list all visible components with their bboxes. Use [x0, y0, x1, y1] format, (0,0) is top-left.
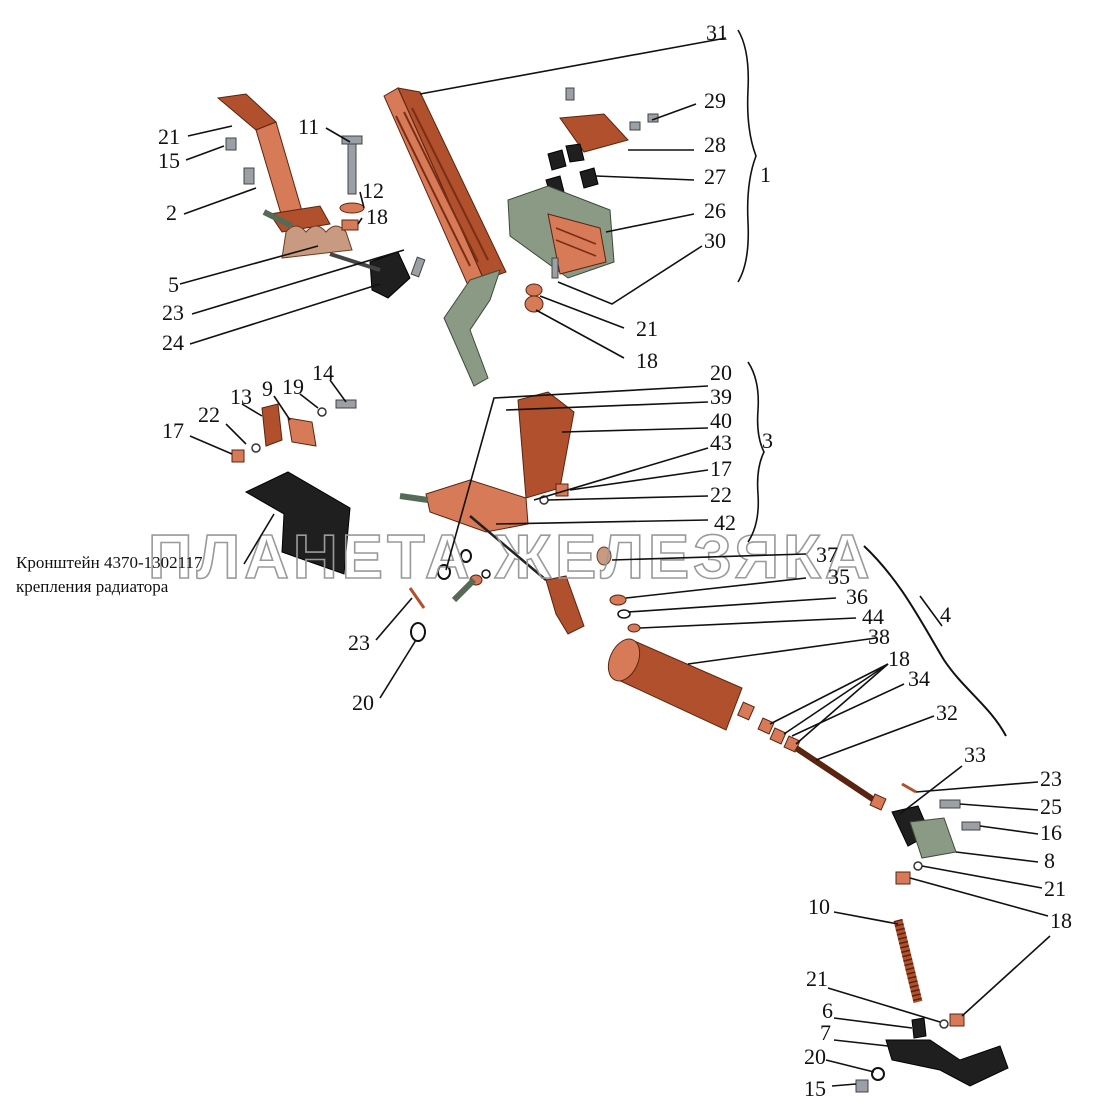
rod-and-nuts-drawing [757, 717, 887, 811]
part-drawings [216, 87, 1009, 1093]
callout-35: 35 [828, 564, 850, 589]
callout-labels: 31 29 28 27 1 26 30 21 18 21 15 2 11 12 … [158, 20, 1072, 1101]
callout-2: 2 [166, 200, 177, 225]
callout-38: 38 [868, 624, 890, 649]
callout-9: 9 [262, 376, 273, 401]
callout-27: 27 [704, 164, 726, 189]
callout-36: 36 [846, 584, 868, 609]
callout-21: 21 [636, 316, 658, 341]
callout-39: 39 [710, 384, 732, 409]
callout-21: 21 [158, 124, 180, 149]
callout-33: 33 [964, 742, 986, 767]
callout-23: 23 [162, 300, 184, 325]
callout-22: 22 [710, 482, 732, 507]
pedal-bracket-drawing [216, 93, 426, 299]
watermark: ПЛАНЕТА ЖЕЛЕЗЯКА [148, 523, 874, 592]
caption-line-1: Кронштейн 4370-1302117 [16, 553, 203, 572]
callout-20: 20 [710, 360, 732, 385]
upright-bracket-drawing [399, 391, 575, 533]
lever-bracket-drawing [891, 782, 981, 885]
callout-7: 7 [820, 1020, 831, 1045]
callout-18: 18 [366, 204, 388, 229]
callout-31: 31 [706, 20, 728, 45]
callout-37: 37 [816, 542, 838, 567]
callout-30: 30 [704, 228, 726, 253]
callout-28: 28 [704, 132, 726, 157]
leader-lines [179, 37, 1051, 1087]
callout-11: 11 [298, 114, 319, 139]
group-brackets [737, 29, 765, 543]
callout-17: 17 [710, 456, 732, 481]
callout-4: 4 [940, 602, 951, 627]
callout-25: 25 [1040, 794, 1062, 819]
callout-43: 43 [710, 430, 732, 455]
callout-16: 16 [1040, 820, 1062, 845]
callout-6: 6 [822, 998, 833, 1023]
linkage-parts-drawing [408, 515, 641, 642]
caption-line-2: крепления радиатора [16, 577, 169, 596]
pedal-plate-drawing [383, 87, 507, 387]
callout-24: 24 [162, 330, 184, 355]
callout-42: 42 [714, 510, 736, 535]
callout-29: 29 [704, 88, 726, 113]
callout-18: 18 [636, 348, 658, 373]
callout-3: 3 [762, 428, 773, 453]
callout-44: 44 [862, 604, 884, 629]
callout-12: 12 [362, 178, 384, 203]
callout-20: 20 [804, 1044, 826, 1069]
caption-leader [243, 513, 275, 565]
callout-14: 14 [312, 360, 334, 385]
callout-13: 13 [230, 384, 252, 409]
hinge-block-drawing [507, 87, 659, 313]
callout-20: 20 [352, 690, 374, 715]
callout-21: 21 [1044, 876, 1066, 901]
callout-18: 18 [1050, 908, 1072, 933]
callout-22: 22 [198, 402, 220, 427]
callout-34: 34 [908, 666, 930, 691]
callout-21: 21 [806, 966, 828, 991]
callout-15: 15 [804, 1076, 826, 1101]
callout-17: 17 [162, 418, 184, 443]
callout-10: 10 [808, 894, 830, 919]
cable-drawing [863, 545, 1007, 737]
callout-26: 26 [704, 198, 726, 223]
return-spring-drawing [855, 918, 1009, 1093]
callout-1: 1 [760, 162, 771, 187]
callout-19: 19 [282, 374, 304, 399]
radiator-bracket-drawing [244, 471, 351, 575]
callout-5: 5 [168, 272, 179, 297]
callout-40: 40 [710, 408, 732, 433]
small-bracket-drawing [231, 399, 357, 463]
cylinder-drawing [607, 638, 755, 731]
callout-23: 23 [1040, 766, 1062, 791]
callout-32: 32 [936, 700, 958, 725]
callout-8: 8 [1044, 848, 1055, 873]
callout-23: 23 [348, 630, 370, 655]
bolt-washer-nut-drawing [339, 135, 365, 231]
callout-18: 18 [888, 646, 910, 671]
callout-15: 15 [158, 148, 180, 173]
